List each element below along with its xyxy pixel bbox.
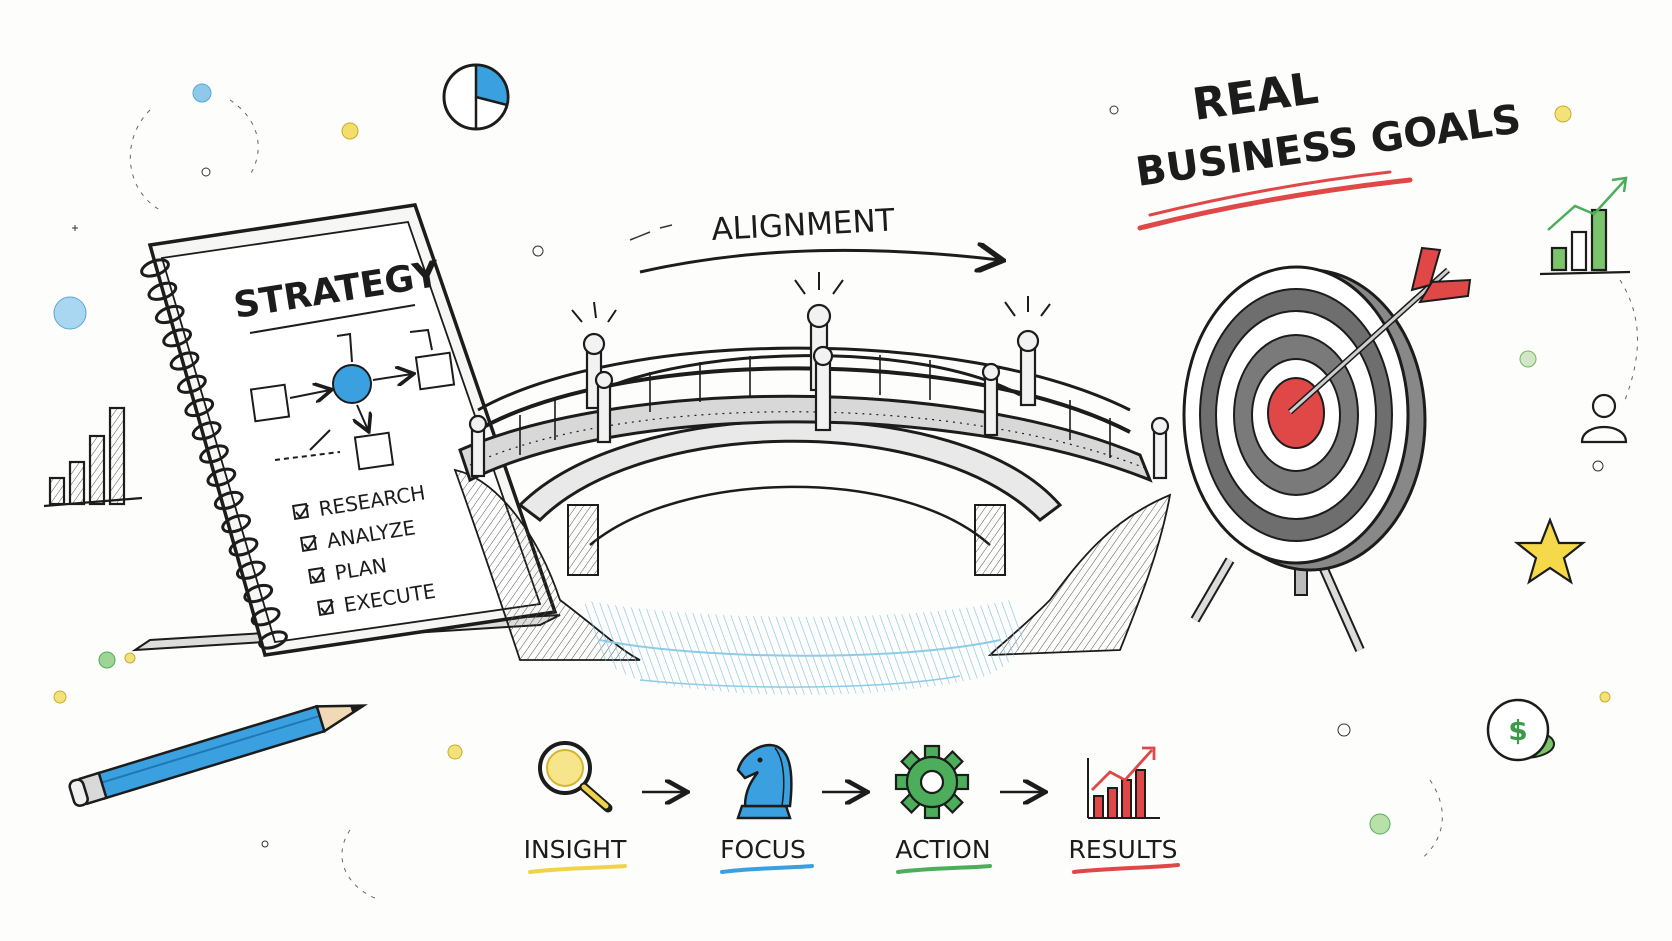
- bar-chart-rising-icon: [1087, 746, 1160, 819]
- svg-text:$: $: [1508, 714, 1527, 747]
- spiral-ring: [199, 444, 229, 464]
- goal-title-line1: REAL: [1189, 63, 1321, 131]
- dollar-coin-icon: $: [1486, 698, 1555, 762]
- spiral-ring: [228, 537, 259, 557]
- spiral-ring: [243, 583, 274, 604]
- alignment-arrow: [639, 250, 1000, 272]
- spiral-ring: [221, 514, 251, 534]
- spiral-ring: [250, 607, 281, 627]
- bar-chart-doodle-left: [43, 406, 143, 508]
- gear-icon: [894, 744, 970, 820]
- underline-focus: [720, 864, 814, 874]
- step-label-action: ACTION: [895, 835, 990, 864]
- goal-underline: [1137, 177, 1413, 231]
- spiral-ring: [206, 467, 237, 487]
- star-icon: [1513, 516, 1587, 585]
- railing-posts: [468, 303, 1170, 480]
- spiral-ring: [154, 304, 185, 325]
- step-label-focus: FOCUS: [720, 835, 806, 864]
- user-icon: [1580, 393, 1628, 444]
- underline-insight: [528, 864, 627, 874]
- dot-blue-large: [53, 296, 87, 330]
- target-icon: [1182, 246, 1472, 653]
- alignment-label: ALIGNMENT: [711, 202, 897, 248]
- dot-yellow: [341, 122, 359, 140]
- step-label-results: RESULTS: [1069, 835, 1178, 864]
- pie-chart-icon: [442, 63, 510, 131]
- spiral-ring: [236, 560, 266, 580]
- step-label-insight: INSIGHT: [524, 835, 627, 864]
- bridge-deck: [458, 394, 1153, 483]
- spiral-ring: [169, 351, 200, 371]
- process-steps: INSIGHT FOCUS ACTION RESULTS: [524, 741, 1180, 874]
- decor-doodles: [53, 83, 1638, 901]
- river-water: [585, 600, 1025, 695]
- spiral-ring: [191, 421, 222, 441]
- flowchart-doodle: [249, 328, 456, 471]
- pencil-icon: [68, 704, 368, 807]
- notebook-spiral: [140, 258, 288, 650]
- spiral-ring: [258, 630, 288, 650]
- chess-knight-icon: [736, 743, 793, 820]
- spiral-ring: [140, 258, 170, 278]
- underline-results: [1072, 863, 1180, 874]
- spiral-ring: [213, 490, 244, 511]
- strategy-notebook: STRATEGY RESEARCH ANALYZE PLAN EXECUTE: [131, 203, 561, 657]
- spiral-ring: [177, 374, 207, 394]
- magnifier-icon: [538, 741, 613, 813]
- underline-action: [896, 864, 992, 874]
- checkmark-icons: [291, 502, 335, 616]
- bar-chart-rising-doodle-right: [1539, 176, 1631, 276]
- spiral-ring: [162, 328, 192, 348]
- dot-blue: [192, 83, 212, 103]
- bridge-illustration: [453, 272, 1172, 695]
- spiral-ring: [147, 281, 178, 301]
- spiral-ring: [184, 397, 215, 418]
